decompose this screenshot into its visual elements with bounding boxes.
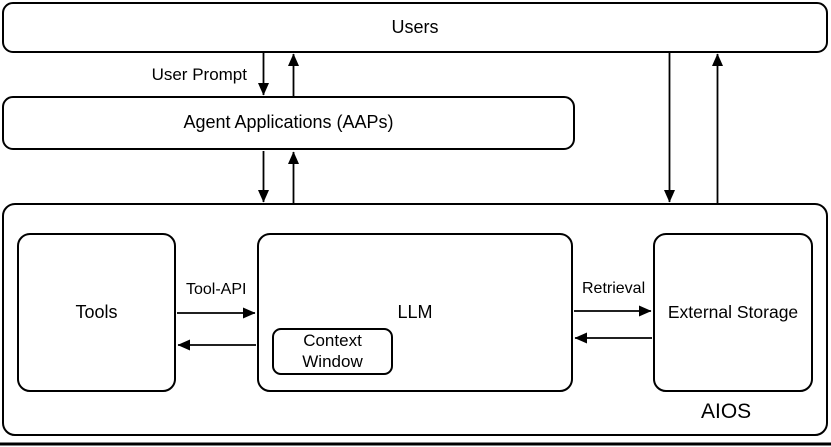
external-storage-box: External Storage <box>653 233 813 392</box>
context-window-box: Context Window <box>272 328 393 375</box>
user-prompt-label: User Prompt <box>151 65 247 84</box>
tool-api-label: Tool-API <box>186 281 247 298</box>
users-label: Users <box>391 16 439 37</box>
agent-applications-box: Agent Applications (AAPs) <box>2 96 575 150</box>
external-storage-label: External Storage <box>667 302 799 322</box>
context-window-label: Context Window <box>302 331 363 371</box>
aios-label: AIOS <box>701 400 752 423</box>
agent-applications-label: Agent Applications (AAPs) <box>183 112 394 133</box>
users-box: Users <box>2 2 828 53</box>
tools-box: Tools <box>17 233 176 392</box>
llm-box: LLM Context Window <box>257 233 573 392</box>
llm-label: LLM <box>397 301 433 322</box>
tools-label: Tools <box>75 301 118 322</box>
retrieval-label: Retrieval <box>582 280 646 297</box>
